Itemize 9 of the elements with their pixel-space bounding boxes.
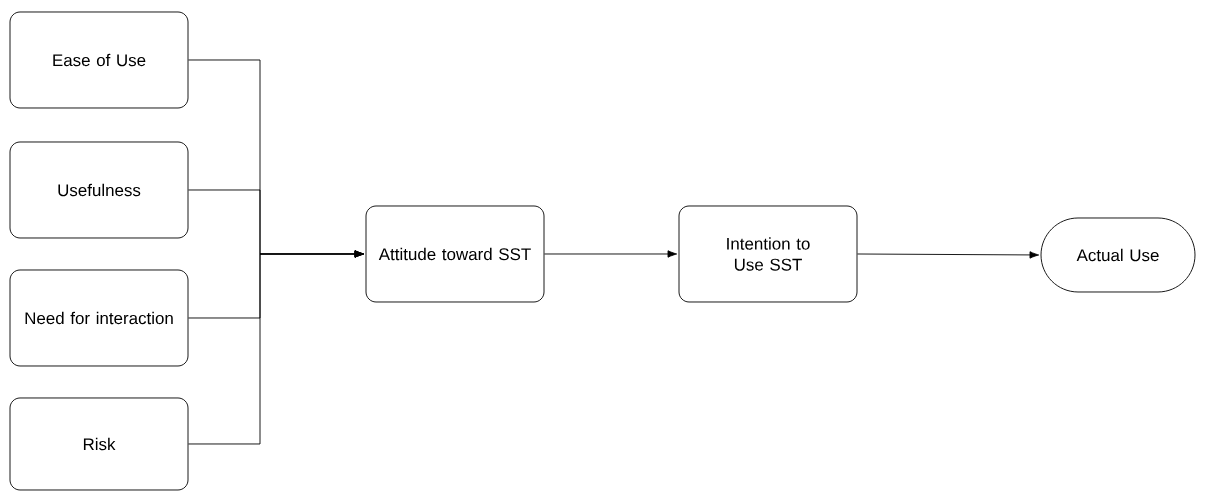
arrow — [544, 250, 678, 258]
arrow — [188, 250, 365, 445]
process-box: Risk — [9, 397, 189, 491]
arrow — [857, 251, 1040, 259]
process-box: Usefulness — [9, 141, 189, 239]
process-box: Attitude toward SST — [365, 205, 545, 303]
process-box: Ease of Use — [9, 11, 189, 109]
process-box: Intention to Use SST — [678, 205, 858, 303]
process-box: Need for interaction — [9, 269, 189, 367]
